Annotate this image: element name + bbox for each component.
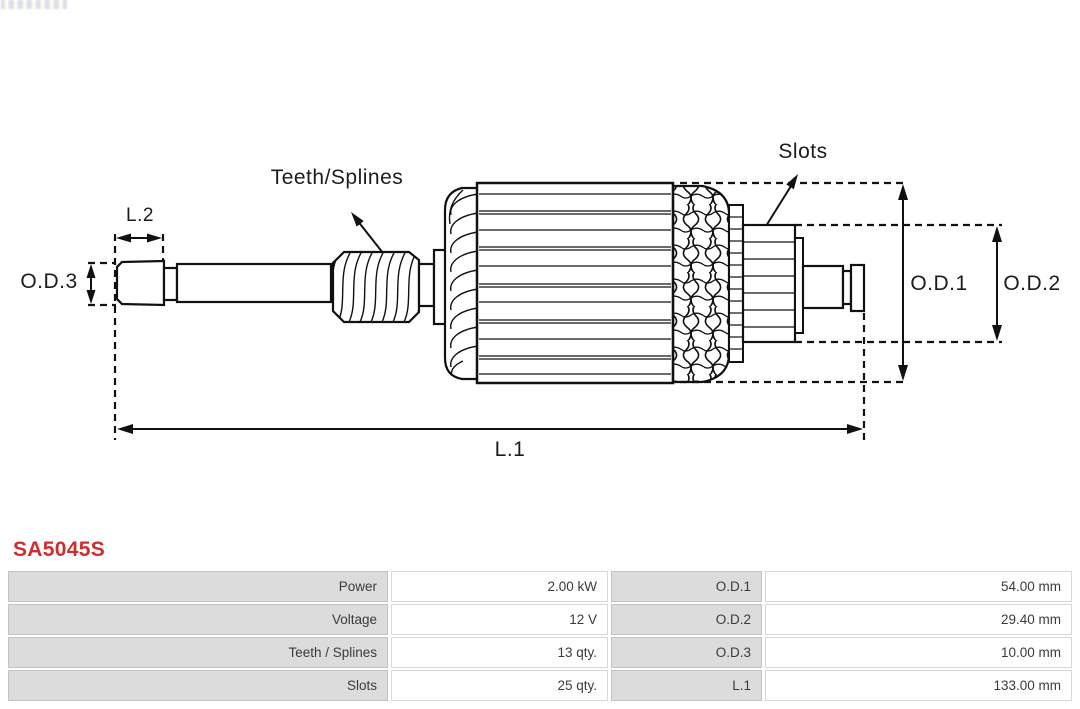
od1-label: O.D.1	[910, 272, 968, 295]
winding-left	[443, 186, 481, 381]
spec-label-cell: Slots	[8, 670, 388, 701]
spec-value-cell: 2.00 kW	[391, 571, 608, 602]
spec-value-cell: 10.00 mm	[765, 637, 1072, 668]
spec-value-cell: 12 V	[391, 604, 608, 635]
spec-label-cell: O.D.3	[611, 637, 762, 668]
shaft-end-left	[115, 259, 333, 307]
l1-label: L.1	[494, 438, 526, 461]
l2-label: L.2	[126, 205, 154, 226]
spec-table: Power 2.00 kW O.D.1 54.00 mm Voltage 12 …	[8, 571, 1072, 701]
spec-row: Slots 25 qty. L.1 133.00 mm	[8, 670, 1072, 701]
leader-arrows	[351, 174, 798, 254]
teeth-splines-label: Teeth/Splines	[270, 166, 404, 189]
spec-label-cell: O.D.1	[611, 571, 762, 602]
spec-row: Power 2.00 kW O.D.1 54.00 mm	[8, 571, 1072, 602]
slots-label: Slots	[778, 140, 828, 163]
commutator	[741, 223, 804, 344]
spec-label-cell: Voltage	[8, 604, 388, 635]
winding-right	[671, 184, 731, 384]
dimension-arrows	[86, 184, 1002, 434]
armature-drawing	[86, 174, 1002, 440]
spec-value-cell: 13 qty.	[391, 637, 608, 668]
spline-section	[331, 250, 421, 324]
spec-value-cell: 54.00 mm	[765, 571, 1072, 602]
corner-logo-icon	[1, 0, 67, 9]
spec-value-cell: 25 qty.	[391, 670, 608, 701]
armature-core	[475, 181, 675, 385]
armature-diagram: Teeth/Splines Slots L.2 O.D.3 O.D.1 O.D.…	[20, 140, 1061, 461]
spec-value-cell: 133.00 mm	[765, 670, 1072, 701]
shaft-step	[417, 248, 450, 326]
spec-value-cell: 29.40 mm	[765, 604, 1072, 635]
spec-label-cell: O.D.2	[611, 604, 762, 635]
shaft-end-right	[801, 263, 866, 313]
spec-label-cell: Teeth / Splines	[8, 637, 388, 668]
spec-label-cell: L.1	[611, 670, 762, 701]
od2-label: O.D.2	[1003, 272, 1061, 295]
part-number: SA5045S	[13, 538, 105, 561]
od3-label: O.D.3	[20, 270, 78, 293]
commutator-riser	[728, 204, 744, 363]
spec-row: Teeth / Splines 13 qty. O.D.3 10.00 mm	[8, 637, 1072, 668]
spec-label-cell: Power	[8, 571, 388, 602]
spec-row: Voltage 12 V O.D.2 29.40 mm	[8, 604, 1072, 635]
